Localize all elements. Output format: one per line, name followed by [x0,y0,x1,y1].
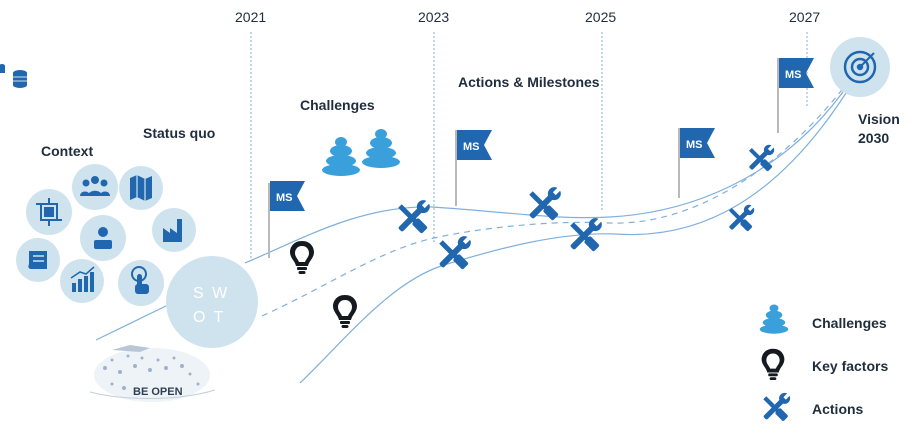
actions-milestones-label: Actions & Milestones [458,74,600,90]
database-icon [13,70,27,88]
swot-circle [166,256,258,348]
challenges-stack-icon-1 [322,137,360,176]
vision-label-line1: Vision [858,111,900,127]
upper-path [244,81,851,264]
action-tool-icon-6 [726,201,758,233]
context-icons [16,164,196,306]
milestone-flag-label: MS [686,139,703,151]
be-open-logo [89,345,216,402]
legend-challenges-icon [759,304,789,334]
context-circle-factory [152,208,196,252]
touch-icon [131,266,149,294]
year-label-2025: 2025 [585,9,617,25]
legend-actions-label: Actions [812,401,864,417]
milestone-flag-label: MS [785,69,802,81]
factory-icon [163,219,182,242]
key-factor-bulb-icon-2 [333,295,357,328]
milestone-flag-2: MS [455,130,492,206]
action-tool-icon-2 [436,232,475,271]
legend-actions-icon [760,389,794,423]
legend-key-factors-icon [761,348,785,381]
challenges-stack-icon-2 [362,129,400,168]
year-label-2027: 2027 [789,9,821,25]
document-icon [28,251,47,269]
swot-text-row2: O T [193,309,226,326]
milestone-flag-3: MS [678,128,715,198]
be-open-logo-text: BE OPEN [133,386,183,398]
legend-challenges-label: Challenges [812,315,887,331]
middle-dashed-path [261,77,852,317]
database-icon-partial [0,64,5,73]
bar-chart-icon [70,266,95,292]
roadmap-paths [95,77,854,384]
target-icon [843,50,877,84]
year-label-2023: 2023 [418,9,450,25]
milestone-flag-label: MS [276,192,293,204]
legend-key-factors-label: Key factors [812,358,889,374]
action-tool-icon-1 [395,196,434,235]
year-gridlines [250,32,808,258]
milestone-flag-4: MS [777,58,814,133]
key-factor-bulb-icon-1 [290,241,314,274]
swot-text-row1: S W [193,285,230,302]
people-icon [80,176,110,196]
network-icon [36,198,62,226]
status-quo-label: Status quo [143,125,216,141]
lower-path [299,81,854,384]
map-icon [130,175,152,201]
milestone-flag-1: MS [268,181,305,258]
person-icon [94,227,112,249]
context-circle-people [72,164,118,210]
lead-in-line [95,304,169,341]
vision-label-line2: 2030 [858,130,890,146]
context-circle-person [80,215,126,261]
year-label-2021: 2021 [235,9,267,25]
milestone-flag-label: MS [463,141,480,153]
context-label: Context [41,143,94,159]
challenges-label: Challenges [300,97,375,113]
